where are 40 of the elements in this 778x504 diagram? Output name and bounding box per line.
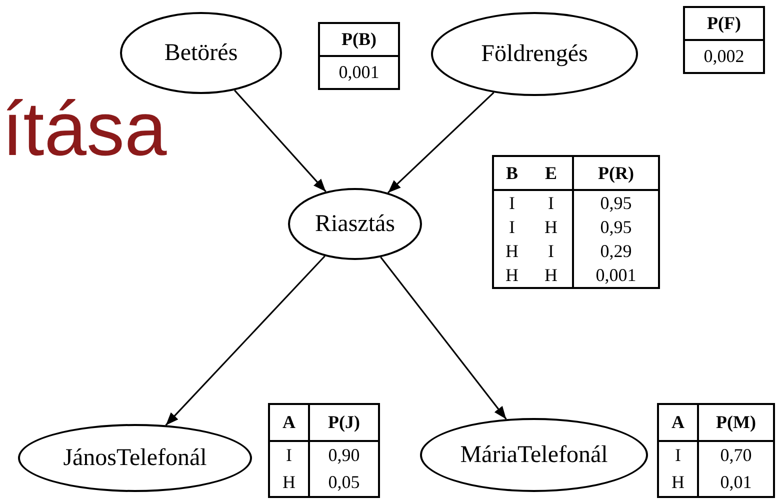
table-header: P(R) [574,157,658,191]
table-cell: I [530,239,574,263]
table-cell: H [530,263,574,287]
node-ellipse: JánosTelefonál [18,424,252,492]
table-value: 0,001 [338,61,380,84]
table-cell-text: H [504,240,520,263]
table-header: A [659,405,699,442]
table-header: B [494,157,530,191]
table-cell-text: 0,90 [327,444,361,467]
table-cell-text: 0,01 [719,471,753,494]
node-ellipse: Betörés [120,12,282,94]
table-header: P(B) [320,24,398,57]
table-cell-text: I [508,216,516,239]
table-cell-text: 0,95 [599,192,633,215]
table-cell-text: 0,05 [327,471,361,494]
arrow [234,90,326,192]
node-ellipse: Riasztás [288,188,422,260]
table-header: P(J) [310,405,378,442]
title-fragment: ítása [2,92,167,168]
table-cell-text: 0,001 [594,264,638,287]
table-header: P(M) [699,405,773,442]
table-cell-text: 0,29 [599,240,633,263]
node-ellipse: MáriaTelefonál [420,418,648,492]
table-header: P(F) [685,8,763,41]
table-cell: I [530,191,574,215]
table-cell-text: H [504,264,520,287]
table-header: E [530,157,574,191]
table-cell: H [659,469,699,496]
table-cell: I [659,442,699,469]
node-ellipse: Földrengés [431,12,638,96]
table-header: A [270,405,310,442]
table-cell: I [270,442,310,469]
table-cell: H [530,215,574,239]
table-value: 0,002 [702,45,746,68]
table-cell: H [270,469,310,496]
arrow [165,256,326,426]
table-cell-text: I [508,192,516,215]
table-cell-text: 0,70 [719,444,753,467]
arrow [388,92,494,194]
table-cell-text: 0,95 [599,216,633,239]
